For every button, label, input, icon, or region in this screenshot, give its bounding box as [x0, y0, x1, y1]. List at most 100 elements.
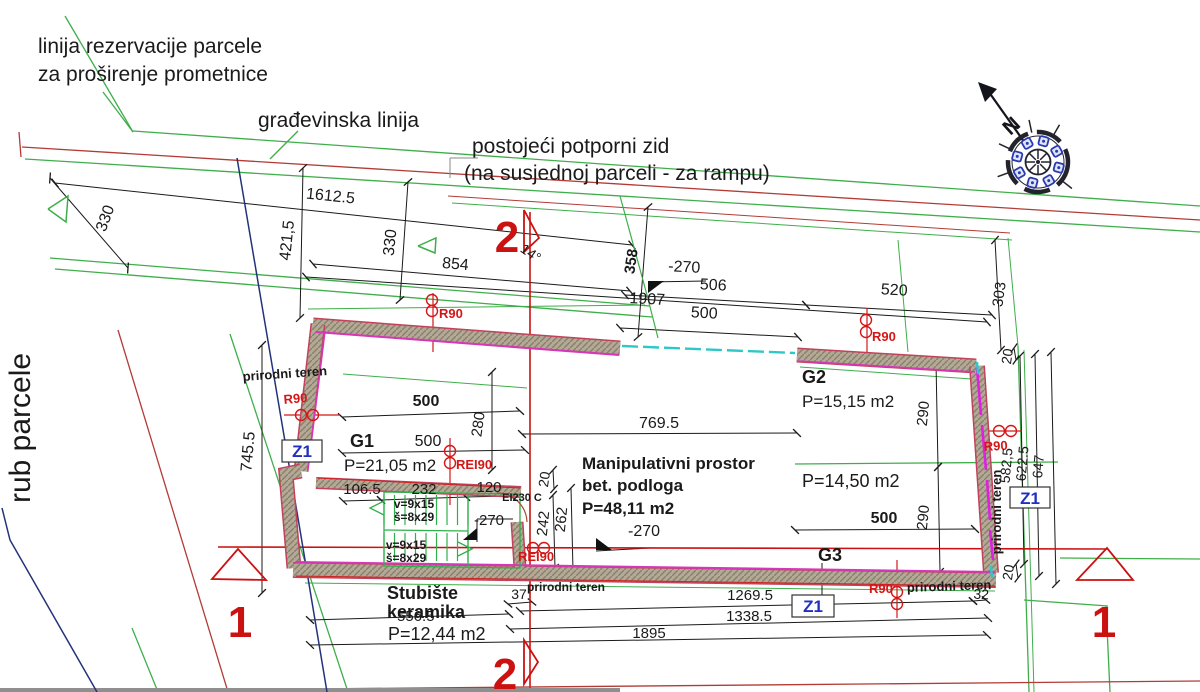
boundary-polyline: [1, 507, 98, 692]
wall-accent-line: [797, 360, 976, 373]
dim-556-5: 556.5: [397, 608, 435, 625]
dim-tick: [257, 340, 267, 350]
label-manip-1: Manipulativni prostor: [582, 454, 755, 473]
label-r90-top: R90: [439, 306, 463, 321]
drawing-line: [794, 461, 1059, 465]
drawing-line: [342, 373, 528, 389]
compass-spoke: [1028, 163, 1037, 172]
level-marker-triangle: [648, 281, 664, 293]
label-g1: G1: [350, 431, 374, 451]
dim-tick: [403, 177, 413, 187]
dim-tick: [1014, 573, 1022, 583]
area-stubiste: P=12,44 m2: [388, 624, 486, 644]
dimension-line: [637, 206, 649, 338]
dim-1269-5: 1269.5: [727, 587, 773, 604]
stair-outline: [383, 491, 521, 569]
dim-tick: [126, 262, 130, 274]
dimension-line: [972, 599, 987, 602]
dimension-line: [309, 613, 510, 621]
fire-rating-marker-circle: [890, 597, 904, 611]
dim-303: 303: [989, 281, 1009, 308]
dim-20-bottom-right: 20: [999, 563, 1017, 581]
dim-330-mid: 330: [381, 228, 401, 256]
z1-label-box: [281, 439, 323, 463]
wall-accent-line: [975, 367, 983, 416]
dimension-line: [509, 617, 989, 630]
fire-rating-marker-circle: [890, 585, 904, 599]
dim-854: 854: [441, 255, 469, 274]
wall-accent-line: [975, 361, 980, 375]
dim-tick: [970, 524, 980, 534]
dim-32: 32: [973, 586, 990, 603]
area-manip: P=48,11 m2: [582, 499, 674, 518]
compass-glyph-dot: [1047, 179, 1051, 183]
fire-rating-marker-circle: [859, 313, 873, 327]
dimension-line: [399, 181, 409, 301]
compass-glyph-dot: [1042, 139, 1046, 143]
dim-20-top-right: 20: [998, 347, 1016, 365]
dim-angle-14: 14°: [518, 240, 545, 265]
label-g2: G2: [802, 367, 826, 387]
stair-tread-1: š=8x29: [394, 510, 435, 524]
label-terrain-bottom-right: prirodni teren: [907, 577, 992, 595]
drawing-line: [64, 15, 134, 133]
dimension-line: [1015, 563, 1019, 579]
dimension-line: [1050, 351, 1057, 585]
compass-center: [1036, 160, 1040, 164]
stair-riser-1: v=9x15: [394, 497, 435, 511]
stair-riser-2: v=9x15: [386, 538, 427, 552]
wall-accent-line: [295, 575, 996, 587]
stair-direction-arrow: [368, 500, 385, 516]
wall-segment: [315, 478, 522, 497]
dim-647: 647: [1029, 454, 1047, 479]
dimension-line: [507, 601, 533, 605]
dim-tick: [983, 613, 993, 623]
fire-rating-marker-circle: [1004, 424, 1018, 438]
label-rei90-stairs: REI90: [518, 549, 554, 564]
dim-520: 520: [880, 281, 908, 299]
drawing-line: [217, 546, 1108, 550]
compass-spike: [1028, 119, 1033, 133]
compass-glyph-dot: [1015, 154, 1019, 158]
dim-330-left: 330: [93, 203, 118, 234]
drawing-line: [1059, 557, 1200, 560]
compass-outer-ring: [1005, 129, 1071, 195]
dim-tick: [520, 445, 530, 455]
dim-506: 506: [699, 276, 727, 294]
drawing-line: [307, 304, 646, 310]
dim-232: 232: [411, 481, 436, 498]
compass-spike: [1052, 124, 1061, 137]
section-marker-triangle: [523, 636, 540, 688]
drawing-line: [1105, 605, 1111, 692]
dim-tick: [305, 615, 315, 625]
section-marker-triangle: [1074, 546, 1135, 581]
dim-tick: [395, 295, 405, 305]
section-2-bottom: 2: [493, 650, 517, 692]
dim-20-mid: 20: [535, 470, 553, 488]
dim-745-5: 745.5: [238, 431, 258, 472]
dim-106-5: 106.5: [343, 481, 381, 498]
dim-tick: [801, 300, 811, 310]
label-r90-left: R90: [283, 390, 308, 407]
compass-spoke: [1039, 163, 1048, 172]
dim-1338-5: 1338.5: [726, 608, 772, 625]
level-marker-triangle: [463, 528, 477, 540]
dim-tick: [548, 490, 558, 500]
dim-tick: [625, 286, 635, 296]
dim-tick: [549, 484, 559, 494]
drawing-line: [54, 268, 653, 318]
dimension-line: [619, 327, 799, 338]
dim-1907: 1907: [629, 290, 666, 309]
level-minus270-stairs: -270: [474, 512, 504, 529]
z1-label-box: [791, 594, 835, 618]
drawing-line: [1023, 349, 1035, 692]
z1-label-box: [1009, 486, 1051, 509]
dimension-line: [54, 182, 633, 246]
dim-tick: [620, 290, 630, 300]
fire-rating-marker-circle: [859, 325, 873, 339]
drawing-line: [21, 146, 1200, 221]
dim-tick: [1012, 559, 1020, 569]
area-g2: P=15,15 m2: [802, 392, 894, 411]
dim-242: 242: [534, 510, 554, 537]
